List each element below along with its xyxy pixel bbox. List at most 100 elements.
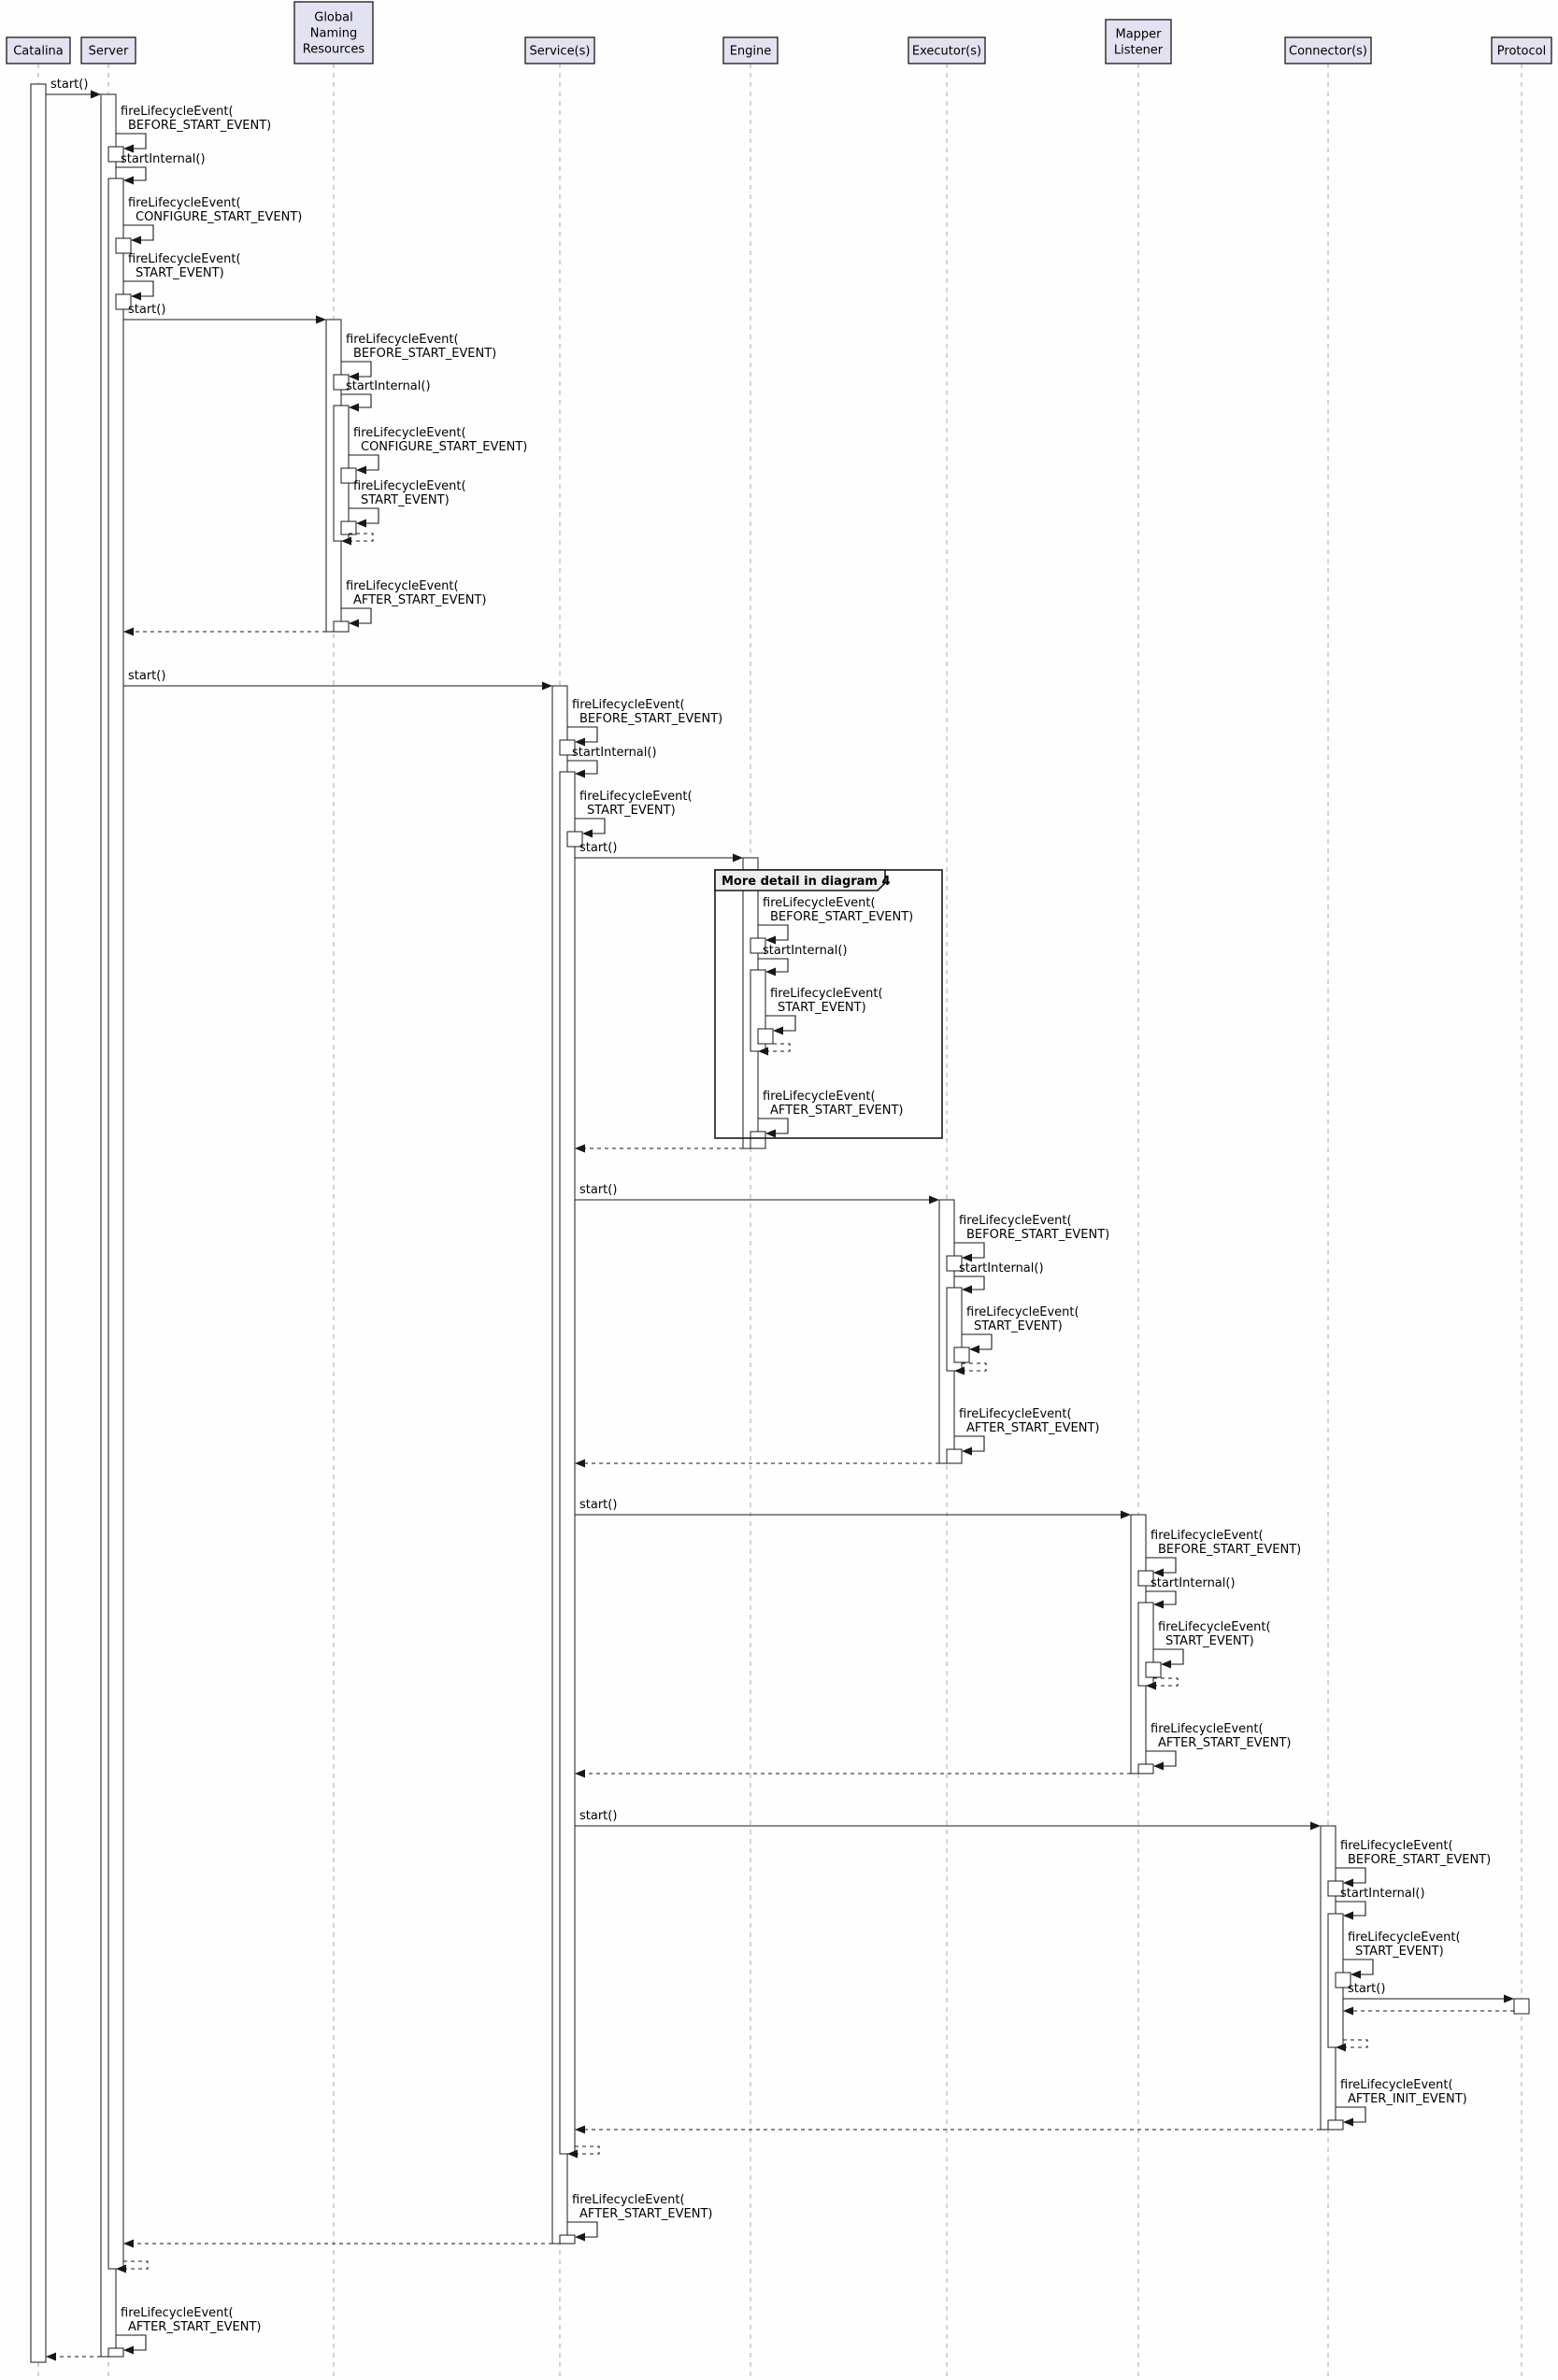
- arrowhead-icon: [1121, 1510, 1131, 1519]
- message-18-label-line1: fireLifecycleEvent(: [763, 896, 876, 910]
- message-20-label-line2: START_EVENT): [778, 1001, 866, 1015]
- message-29-label-line1: fireLifecycleEvent(: [959, 1407, 1072, 1421]
- message-20-label-line1: fireLifecycleEvent(: [770, 987, 883, 1001]
- participant-label-mapper: Listener: [1114, 44, 1164, 58]
- activation-bar-gnr: [340, 467, 357, 484]
- message-51-line: [116, 2334, 147, 2351]
- participant-box-server: [80, 36, 136, 64]
- activation-bar-server: [115, 237, 132, 254]
- message-10-line: [343, 533, 374, 542]
- message-42-label: start(): [1348, 1982, 1385, 1996]
- participant-box-gnr: [293, 1, 374, 64]
- arrowhead-icon: [969, 1345, 979, 1354]
- message-45-label-line2: AFTER_INIT_EVENT): [1348, 2092, 1467, 2106]
- message-11-label-line2: AFTER_START_EVENT): [353, 593, 487, 607]
- activation-bar-mapper: [1137, 1763, 1154, 1774]
- arrowhead-icon: [131, 292, 141, 301]
- message-5-label: start(): [128, 303, 165, 317]
- arrowhead-icon: [582, 829, 593, 838]
- message-33-label: startInternal(): [1151, 1576, 1236, 1590]
- arrowhead-icon: [123, 2345, 134, 2355]
- participant-label-gnr: Resources: [303, 43, 365, 57]
- message-16-line: [575, 818, 606, 834]
- message-48-line: [567, 2221, 598, 2238]
- participant-label-connector: Connector(s): [1289, 45, 1367, 59]
- message-32-line: [1146, 1557, 1177, 1574]
- message-38-label: start(): [579, 1809, 617, 1823]
- participant-label-server: Server: [89, 45, 129, 59]
- arrowhead-icon: [575, 2232, 585, 2242]
- message-26-line: [954, 1276, 985, 1290]
- message-39-label-line2: BEFORE_START_EVENT): [1348, 1853, 1491, 1867]
- message-4-label-line2: START_EVENT): [136, 266, 224, 280]
- frame-title-tab: [714, 869, 886, 891]
- arrowhead-icon: [765, 1129, 776, 1138]
- message-25-label-line2: BEFORE_START_EVENT): [966, 1228, 1109, 1242]
- activation-bar-service: [559, 739, 576, 756]
- arrowhead-icon: [1153, 1568, 1164, 1577]
- arrowhead-icon: [349, 403, 359, 412]
- message-27-label-line2: START_EVENT): [974, 1319, 1063, 1333]
- message-8-label-line1: fireLifecycleEvent(: [353, 426, 466, 440]
- message-14-line: [567, 726, 598, 743]
- participant-label-gnr: Global: [314, 11, 352, 25]
- participant-label-service: Service(s): [530, 45, 591, 59]
- message-35-line: [1148, 1677, 1179, 1687]
- participant-label-protocol: Protocol: [1497, 45, 1546, 59]
- message-9-label-line2: START_EVENT): [361, 493, 450, 507]
- arrowhead-icon: [575, 769, 585, 778]
- message-45-line: [1336, 2106, 1366, 2123]
- message-41-label-line1: fireLifecycleEvent(: [1348, 1931, 1461, 1945]
- activation-bar-engine: [750, 937, 766, 954]
- arrowhead-icon: [575, 2125, 585, 2134]
- arrowhead-icon: [123, 144, 134, 153]
- message-18-label-line2: BEFORE_START_EVENT): [770, 910, 913, 924]
- frame-title: More detail in diagram 4: [722, 875, 891, 889]
- message-25-line: [954, 1242, 985, 1259]
- participant-box-protocol: [1491, 36, 1552, 64]
- arrowhead-icon: [91, 90, 101, 99]
- arrowhead-icon: [542, 681, 552, 691]
- message-22-label-line2: AFTER_START_EVENT): [770, 1104, 904, 1118]
- message-7-line: [341, 393, 372, 408]
- message-36-line: [1146, 1750, 1177, 1767]
- arrowhead-icon: [1146, 1681, 1156, 1690]
- message-1-label-line2: BEFORE_START_EVENT): [128, 119, 271, 133]
- message-8-label-line2: CONFIGURE_START_EVENT): [361, 440, 527, 454]
- message-36-label-line2: AFTER_START_EVENT): [1158, 1736, 1292, 1750]
- message-22-label-line1: fireLifecycleEvent(: [763, 1090, 876, 1104]
- message-3-label-line2: CONFIGURE_START_EVENT): [136, 210, 302, 224]
- message-20-line: [765, 1015, 796, 1032]
- message-32-label-line2: BEFORE_START_EVENT): [1158, 1543, 1301, 1557]
- message-2-label: startInternal(): [121, 152, 206, 166]
- message-8-line: [349, 454, 379, 471]
- message-15-line: [567, 760, 598, 775]
- arrowhead-icon: [575, 737, 585, 747]
- message-9-label-line1: fireLifecycleEvent(: [353, 479, 466, 493]
- participant-box-engine: [722, 36, 779, 64]
- participant-label-executor: Executor(s): [912, 45, 981, 59]
- participant-box-mapper: [1105, 19, 1172, 64]
- message-14-label-line1: fireLifecycleEvent(: [572, 698, 685, 712]
- participant-label-catalina: Catalina: [13, 45, 64, 59]
- activation-bar-service: [559, 771, 576, 2155]
- arrowhead-icon: [349, 619, 359, 628]
- activation-bar-engine: [757, 1028, 774, 1045]
- message-51-label-line1: fireLifecycleEvent(: [121, 2306, 234, 2320]
- message-28-line: [956, 1362, 987, 1372]
- message-2-line: [116, 166, 147, 181]
- activation-bar-mapper: [1137, 1570, 1154, 1587]
- arrowhead-icon: [123, 2239, 134, 2248]
- arrowhead-icon: [341, 536, 351, 546]
- arrowhead-icon: [349, 372, 359, 381]
- message-19-label: startInternal(): [763, 944, 848, 958]
- arrowhead-icon: [962, 1253, 972, 1262]
- message-36-label-line1: fireLifecycleEvent(: [1151, 1722, 1264, 1736]
- message-41-line: [1343, 1959, 1374, 1975]
- activation-bar-connector: [1327, 2119, 1344, 2131]
- arrowhead-icon: [1343, 1878, 1353, 1888]
- message-39-label-line1: fireLifecycleEvent(: [1340, 1839, 1453, 1853]
- participant-label-mapper: Mapper: [1115, 28, 1162, 42]
- arrowhead-icon: [356, 465, 366, 475]
